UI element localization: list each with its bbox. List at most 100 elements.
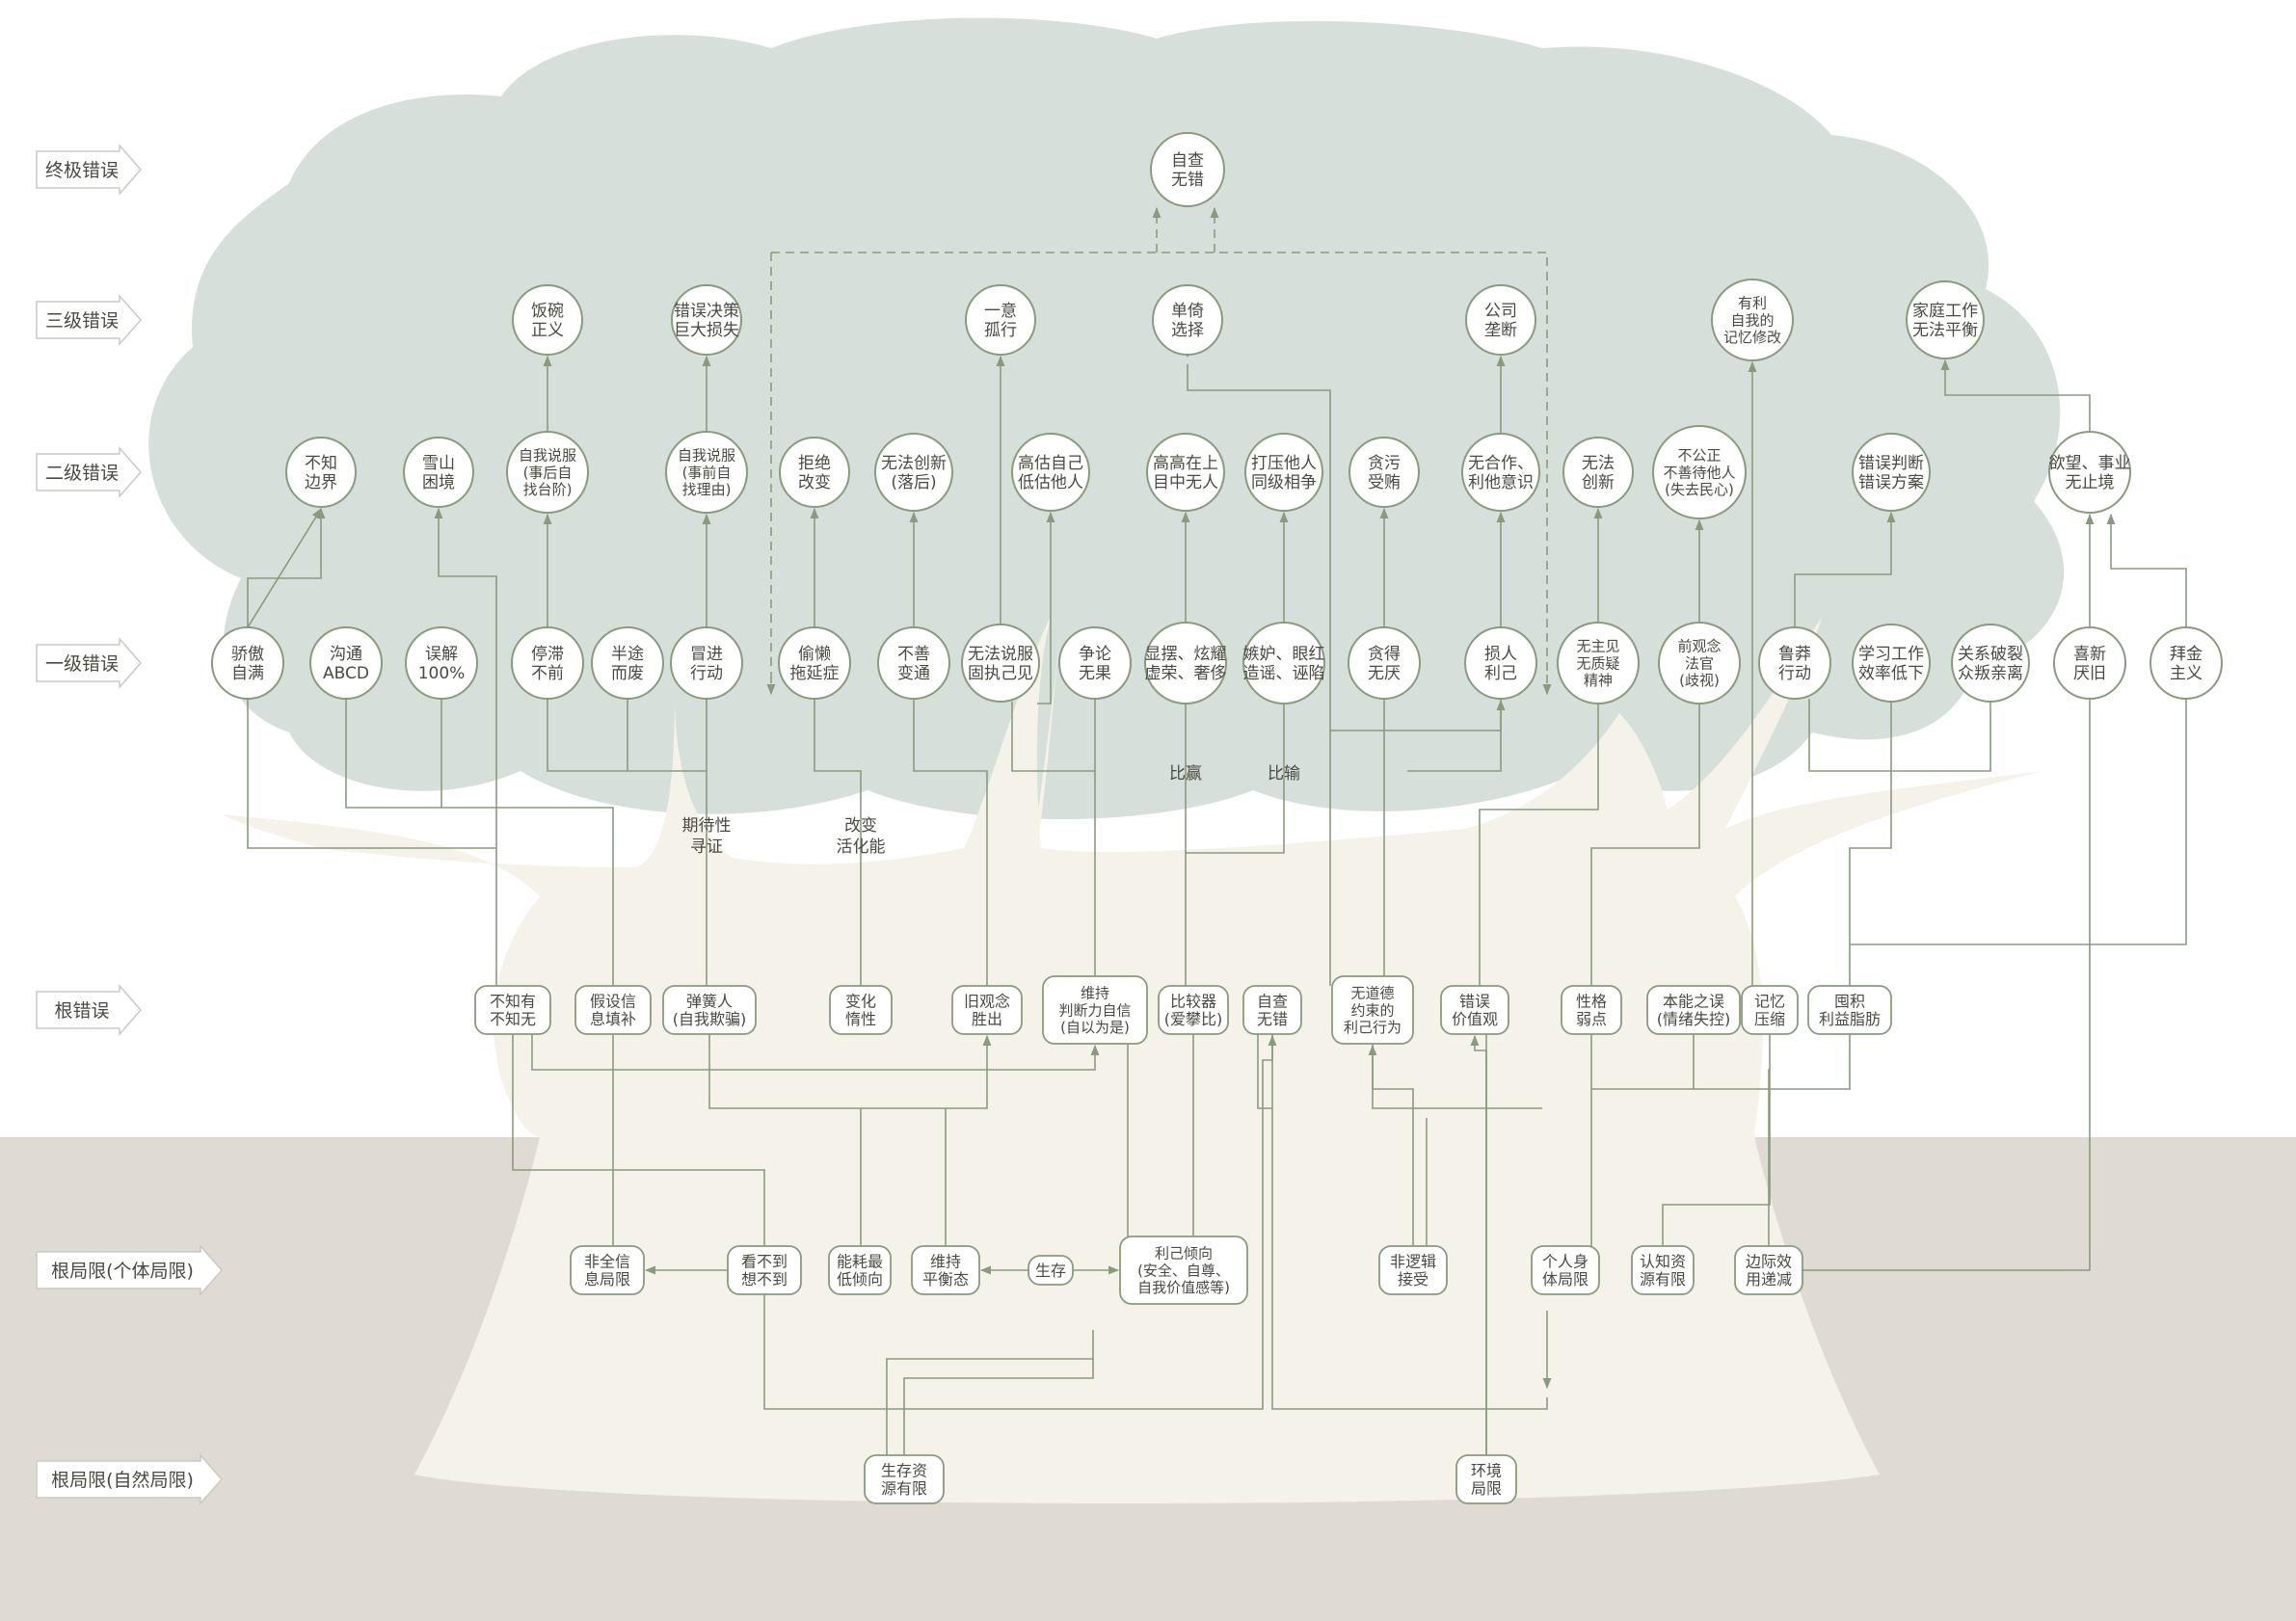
node-label-f19-2: 众叛亲离 (1958, 664, 2023, 683)
node-label-f16-1: 前观念 (1677, 638, 1721, 655)
node-label-r5-1: 旧观念 (964, 992, 1010, 1010)
level-root-arrow (36, 984, 142, 1036)
node-label-r7-1: 比较器 (1170, 992, 1216, 1010)
node-label-s11-2: 利他意识 (1468, 473, 1534, 492)
node-label-s3-1: 自我说服 (519, 447, 576, 465)
node-label-s2-1: 雪山 (422, 454, 455, 473)
node-label-r10-1: 错误 (1459, 992, 1490, 1010)
node-label-f4-2: 不前 (531, 664, 564, 683)
node-r10-box (1440, 985, 1509, 1035)
node-label-f9-1: 无法说服 (968, 645, 1033, 664)
node-label-b2-1: 看不到 (741, 1252, 788, 1270)
edge-f1-s1b (247, 507, 326, 627)
node-b8-box (1531, 1245, 1600, 1295)
trunk-left-branch (1022, 626, 1060, 944)
node-s7-circle (1011, 433, 1090, 512)
level-root-text: 根错误 (54, 1000, 109, 1022)
edge-label-expect-1: 期待性 (682, 816, 732, 836)
node-label-f7-1: 偷懒 (798, 645, 831, 664)
node-n2-box (1455, 1454, 1517, 1504)
node-label-b3-1: 能耗最 (837, 1252, 883, 1270)
level-ultimate-arrow (36, 144, 142, 196)
edge-label-win: 比赢 (1169, 764, 1202, 784)
node-t7-circle (1906, 280, 1985, 359)
node-s6-circle (874, 433, 953, 512)
node-label-f15-3: 精神 (1584, 672, 1613, 689)
node-label-r2-2: 息填补 (590, 1010, 636, 1028)
node-label-r10-2: 价值观 (1452, 1010, 1498, 1028)
node-label-s15-2: 无止境 (2066, 473, 2115, 492)
node-label-b7-1: 非逻辑 (1390, 1252, 1436, 1270)
node-label-b1-1: 非全信 (584, 1252, 630, 1270)
node-label-r6-2: 判断力自信 (1058, 1001, 1131, 1019)
node-label-s13-2: 不善待他人 (1663, 464, 1735, 481)
node-b4-box (911, 1245, 980, 1295)
edge-f21-r14 (1850, 699, 2187, 945)
node-label-r7-2: (爱攀比) (1164, 1010, 1223, 1028)
node-f12-circle (1242, 622, 1325, 704)
node-label-b6-3: 自我价值感等) (1137, 1279, 1230, 1296)
node-label-f1-2: 自满 (231, 664, 264, 683)
edge-s15-t7 (1940, 359, 2091, 432)
node-label-r4-2: 惰性 (845, 1010, 876, 1028)
edge-f9-s7 (1037, 511, 1055, 704)
node-b7-box (1378, 1245, 1448, 1295)
node-label-b3-2: 低倾向 (837, 1270, 883, 1289)
node-s4-circle (665, 431, 748, 514)
node-label-f8-2: 变通 (897, 664, 930, 683)
node-label-s4-3: 找理由) (682, 481, 732, 498)
node-f20-circle (2053, 626, 2126, 700)
node-r4-box (829, 985, 893, 1035)
node-s2-circle (403, 437, 474, 508)
node-label-r11-2: 弱点 (1576, 1010, 1607, 1028)
edge-r14-base (1694, 1034, 1851, 1090)
node-layer: 自查无错饭碗正义错误决策巨大损失一意孤行单倚选择公司垄断有利自我的记忆修改家庭工… (211, 132, 2223, 1504)
node-s11: 无合作、利他意识 (1461, 433, 1540, 512)
node-label-f21-1: 拜金 (2170, 645, 2203, 664)
node-f16-circle (1658, 622, 1741, 704)
node-r12: 本能之误(情绪失控) (1646, 985, 1741, 1035)
node-label-t3-2: 孤行 (984, 321, 1017, 340)
node-label-r3-2: (自我欺骗) (673, 1010, 747, 1028)
node-label-f5-2: 而废 (611, 664, 644, 683)
node-s6: 无法创新(落后) (874, 433, 953, 512)
node-label-s7-2: 低估他人 (1018, 473, 1083, 492)
node-label-r12-2: (情绪失控) (1657, 1010, 1731, 1028)
edge-label-change-1: 改变 (844, 816, 877, 836)
node-f17-circle (1758, 626, 1831, 700)
node-b1-box (570, 1245, 645, 1295)
edge-f14-base (1407, 699, 1502, 772)
node-s1-circle (285, 437, 357, 508)
node-label-b8-1: 个人身 (1542, 1252, 1589, 1270)
node-label-s10-1: 贪污 (1368, 454, 1401, 473)
edge-f4-base (547, 699, 707, 772)
node-f21-circle (2149, 626, 2223, 700)
level-second: 二级错误 (36, 446, 142, 498)
node-label-t1-2: 正义 (531, 321, 564, 340)
node-label-t7-1: 家庭工作 (1912, 302, 1978, 321)
node-b2-box (727, 1245, 802, 1295)
edge-f20-b10 (1802, 699, 2091, 1271)
node-r9-box (1331, 975, 1414, 1045)
node-label-f10-2: 无果 (1079, 664, 1111, 683)
node-b9-box (1631, 1245, 1695, 1295)
node-b5: 生存 (1028, 1255, 1074, 1286)
node-label-s9-2: 同级相争 (1251, 473, 1317, 492)
node-label-f14-2: 利己 (1484, 664, 1517, 683)
node-label-r8-2: 无错 (1257, 1010, 1288, 1028)
node-label-r9-3: 利己行为 (1344, 1019, 1402, 1036)
edge-f17-base (1808, 699, 1991, 772)
edge-f7-r4 (814, 699, 862, 986)
